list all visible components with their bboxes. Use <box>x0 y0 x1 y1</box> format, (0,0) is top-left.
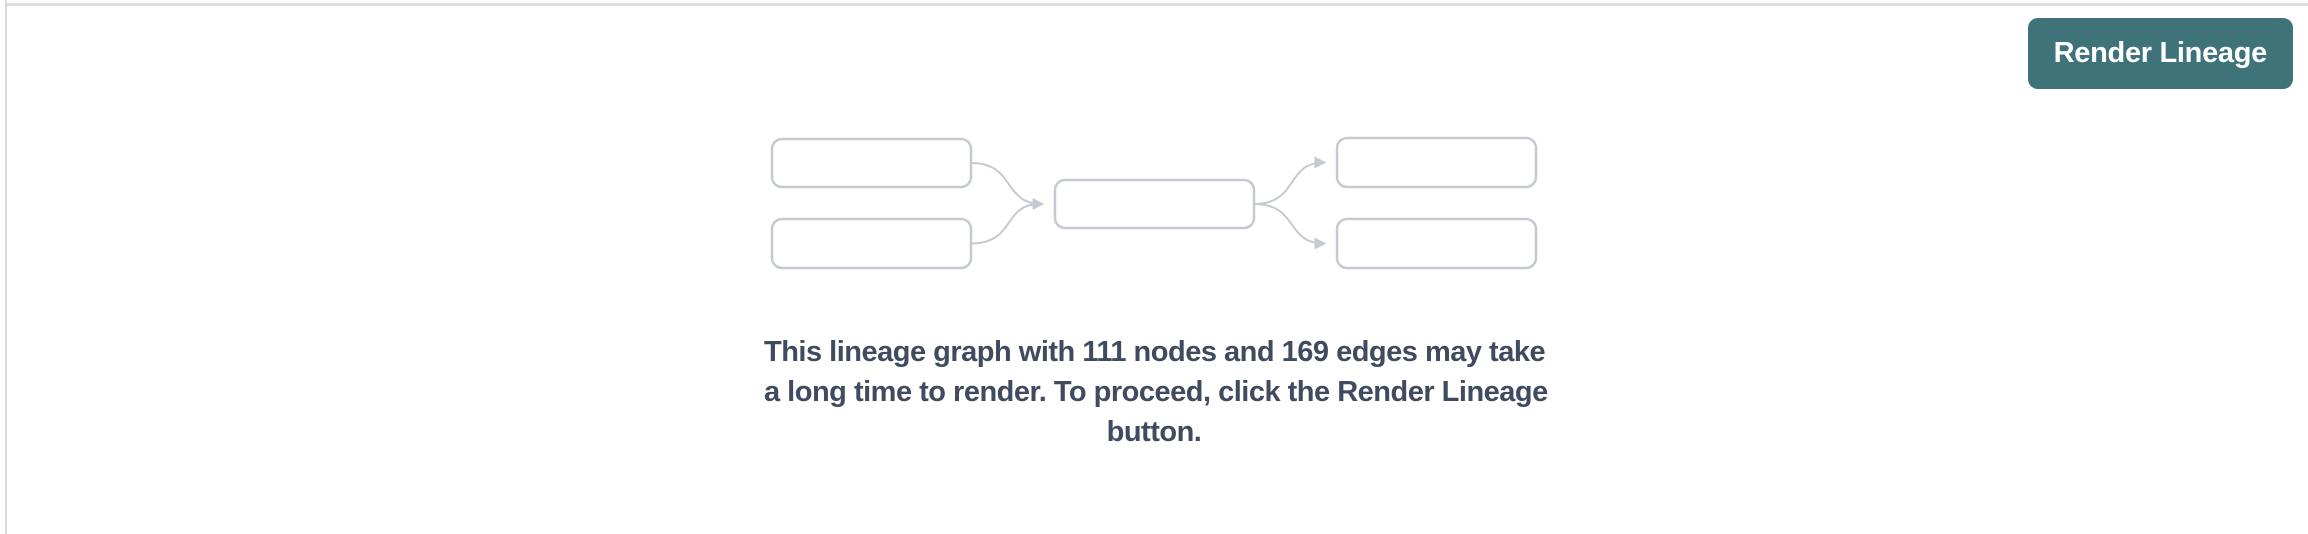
placeholder-node-target-top <box>1335 136 1538 189</box>
placeholder-edge-source-top <box>970 162 1045 210</box>
message-line-3: button. <box>1106 416 1202 448</box>
placeholder-node-target-bottom <box>1335 217 1538 270</box>
placeholder-edge-target-top <box>1253 156 1327 205</box>
placeholder-edge-target-bottom <box>1253 203 1327 250</box>
message-line-2: a long time to render. To proceed, click… <box>764 376 1548 408</box>
placeholder-node-middle <box>1053 178 1256 230</box>
lineage-placeholder: This lineage graph with 111 nodes and 16… <box>764 132 1548 452</box>
lineage-placeholder-illustration <box>770 136 1538 270</box>
message-line-1: This lineage graph with 111 nodes and 16… <box>764 336 1546 368</box>
panel-top-divider <box>7 3 2308 6</box>
panel-left-divider <box>5 0 7 534</box>
placeholder-edge-source-bottom <box>970 203 1041 245</box>
render-warning-message: This lineage graph with 111 nodes and 16… <box>764 332 1548 452</box>
placeholder-node-source-bottom <box>770 217 973 270</box>
render-lineage-button[interactable]: Render Lineage <box>2027 18 2293 89</box>
placeholder-node-source-top <box>770 137 973 189</box>
